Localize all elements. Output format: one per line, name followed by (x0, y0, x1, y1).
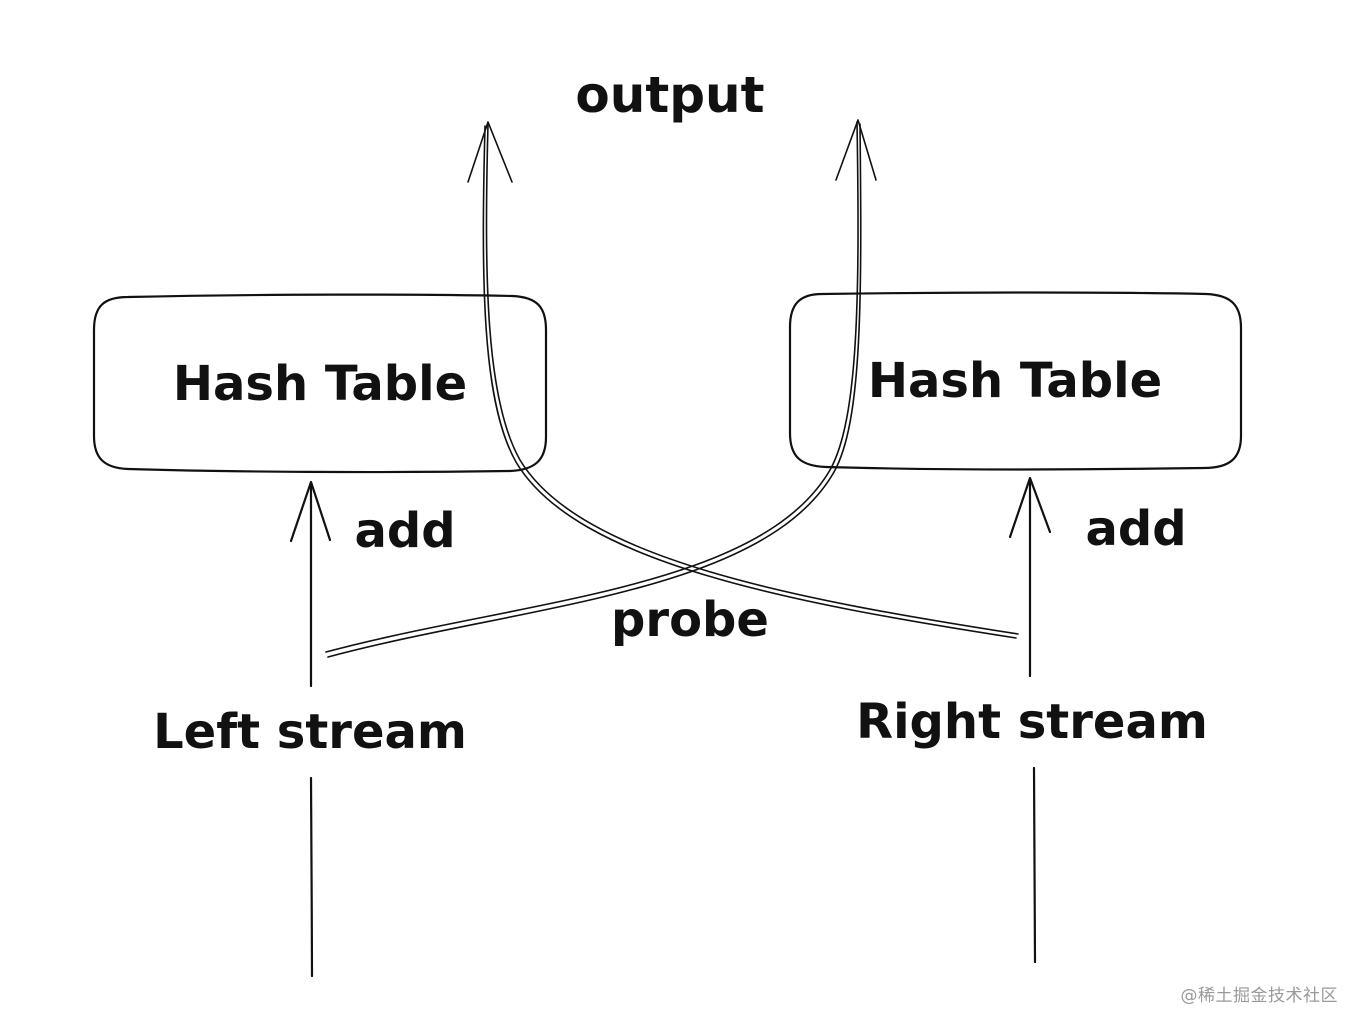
right-add-arrow (1008, 476, 1052, 678)
output-label: output (575, 66, 764, 124)
left-stream-label: Left stream (153, 704, 467, 760)
left-hash-table: Hash Table (92, 293, 548, 474)
left-probe-arrow-head (835, 119, 877, 181)
left-probe-curve (325, 119, 877, 658)
right-hash-table-label: Hash Table (868, 353, 1162, 409)
right-probe-curve (467, 121, 1019, 639)
right-stream-input-line (1032, 766, 1037, 964)
right-hash-table-box (788, 291, 1243, 471)
left-probe-curve-line (325, 121, 859, 653)
right-add-arrow-head (1008, 476, 1052, 539)
left-probe-curve-line-2 (327, 123, 862, 658)
left-add-arrow (289, 480, 332, 688)
left-add-arrow-head (289, 480, 332, 543)
left-hash-table-label: Hash Table (173, 356, 467, 412)
right-probe-curve-line (485, 123, 1019, 635)
left-hash-table-box (92, 293, 548, 474)
right-probe-arrow-head (467, 121, 513, 183)
probe-label: probe (611, 592, 769, 648)
left-stream-input-line (309, 776, 314, 978)
right-add-label: add (1085, 501, 1186, 557)
right-hash-table: Hash Table (788, 291, 1243, 471)
watermark: @稀土掘金技术社区 (1180, 986, 1338, 1006)
right-probe-curve-line-2 (482, 125, 1017, 639)
right-stream-label: Right stream (856, 694, 1208, 750)
left-add-label: add (354, 503, 455, 559)
